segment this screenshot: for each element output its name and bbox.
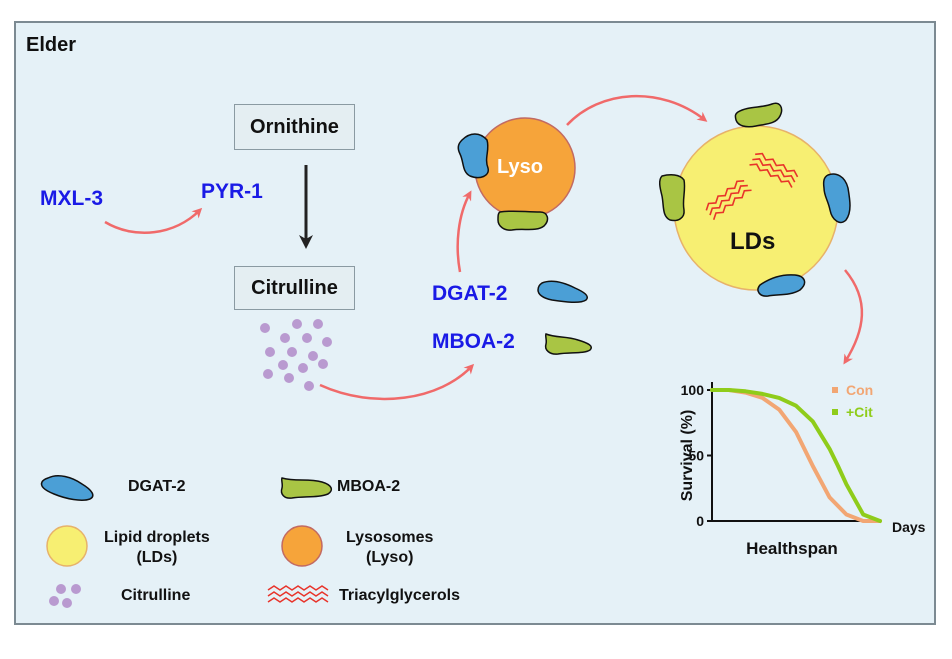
legend-lysosomes-line1: Lysosomes	[346, 529, 434, 546]
legend-dgat2-text: DGAT-2	[128, 478, 186, 495]
triacylglycerol-legend-icon	[267, 585, 329, 603]
mxl3-to-pyr1-arrow	[104, 207, 203, 234]
y-tick-label-100: 100	[681, 382, 705, 398]
legend-lysosomes-text: Lysosomes (Lyso)	[346, 528, 433, 568]
legend-label-1: +Cit	[846, 404, 873, 420]
dgat2-protein-lyso-icon	[457, 133, 489, 179]
panel-title: Elder	[26, 34, 77, 56]
lipid-droplet-legend-icon	[46, 525, 88, 567]
dgat2-protein-lds-bottom-icon	[757, 274, 806, 297]
legend-lysosomes-line2: (Lyso)	[366, 549, 414, 566]
enzymes-to-lyso-arrow	[456, 190, 472, 273]
series-line-cit	[710, 388, 882, 523]
legend-lipid-droplets-text: Lipid droplets (LDs)	[104, 528, 210, 568]
lyso-label: Lyso	[497, 156, 543, 178]
mboa2-legend-icon	[280, 477, 333, 499]
lysosome-legend-icon	[281, 525, 323, 567]
elder-panel	[14, 21, 936, 625]
mboa2-protein-label-icon	[544, 333, 592, 355]
legend-lipid-droplets-line1: Lipid droplets	[104, 529, 210, 546]
survival-chart: 0 50 100 Con +Cit Survival (%) Healthspan Days	[679, 382, 926, 558]
mxl3-label: MXL-3	[40, 187, 103, 210]
dgat2-protein-label-icon	[537, 280, 588, 304]
y-tick-label-0: 0	[696, 513, 704, 529]
mboa2-protein-lds-top-icon	[734, 102, 783, 128]
legend-triacylglycerols-text: Triacylglycerols	[339, 587, 460, 604]
mboa2-label: MBOA-2	[432, 330, 515, 353]
dgat2-label: DGAT-2	[432, 282, 508, 305]
x-axis-label: Healthspan	[746, 539, 838, 558]
x-axis-unit: Days	[892, 519, 926, 535]
pyr1-label: PYR-1	[201, 180, 263, 203]
citrulline-dots-cluster	[260, 319, 332, 391]
ornithine-box: Ornithine	[234, 104, 355, 150]
legend-swatch-0	[832, 387, 838, 393]
lds-to-survival-arrow	[843, 269, 864, 365]
mboa2-protein-lyso-icon	[497, 210, 549, 231]
triacylglycerol-icon-2	[749, 152, 799, 188]
y-tick-label-50: 50	[688, 448, 704, 464]
citrulline-box: Citrulline	[234, 266, 355, 310]
lipid-droplet-circle	[673, 125, 839, 291]
y-axis-label: Survival (%)	[679, 410, 696, 502]
triacylglycerol-icon-1	[705, 180, 752, 221]
mboa2-protein-lds-left-icon	[658, 174, 686, 222]
legend-label-0: Con	[846, 382, 873, 398]
citrulline-legend-icon	[49, 584, 81, 608]
dgat2-protein-lds-right-icon	[822, 173, 851, 224]
legend-lipid-droplets-line2: (LDs)	[136, 549, 178, 566]
legend-citrulline-text: Citrulline	[121, 587, 191, 604]
citrulline-to-enzymes-arrow	[319, 363, 475, 401]
dgat2-legend-icon	[40, 475, 94, 501]
lyso-to-lds-arrow	[566, 94, 708, 126]
lds-label: LDs	[730, 228, 776, 255]
legend-mboa2-text: MBOA-2	[337, 478, 401, 495]
legend-swatch-1	[832, 409, 838, 415]
